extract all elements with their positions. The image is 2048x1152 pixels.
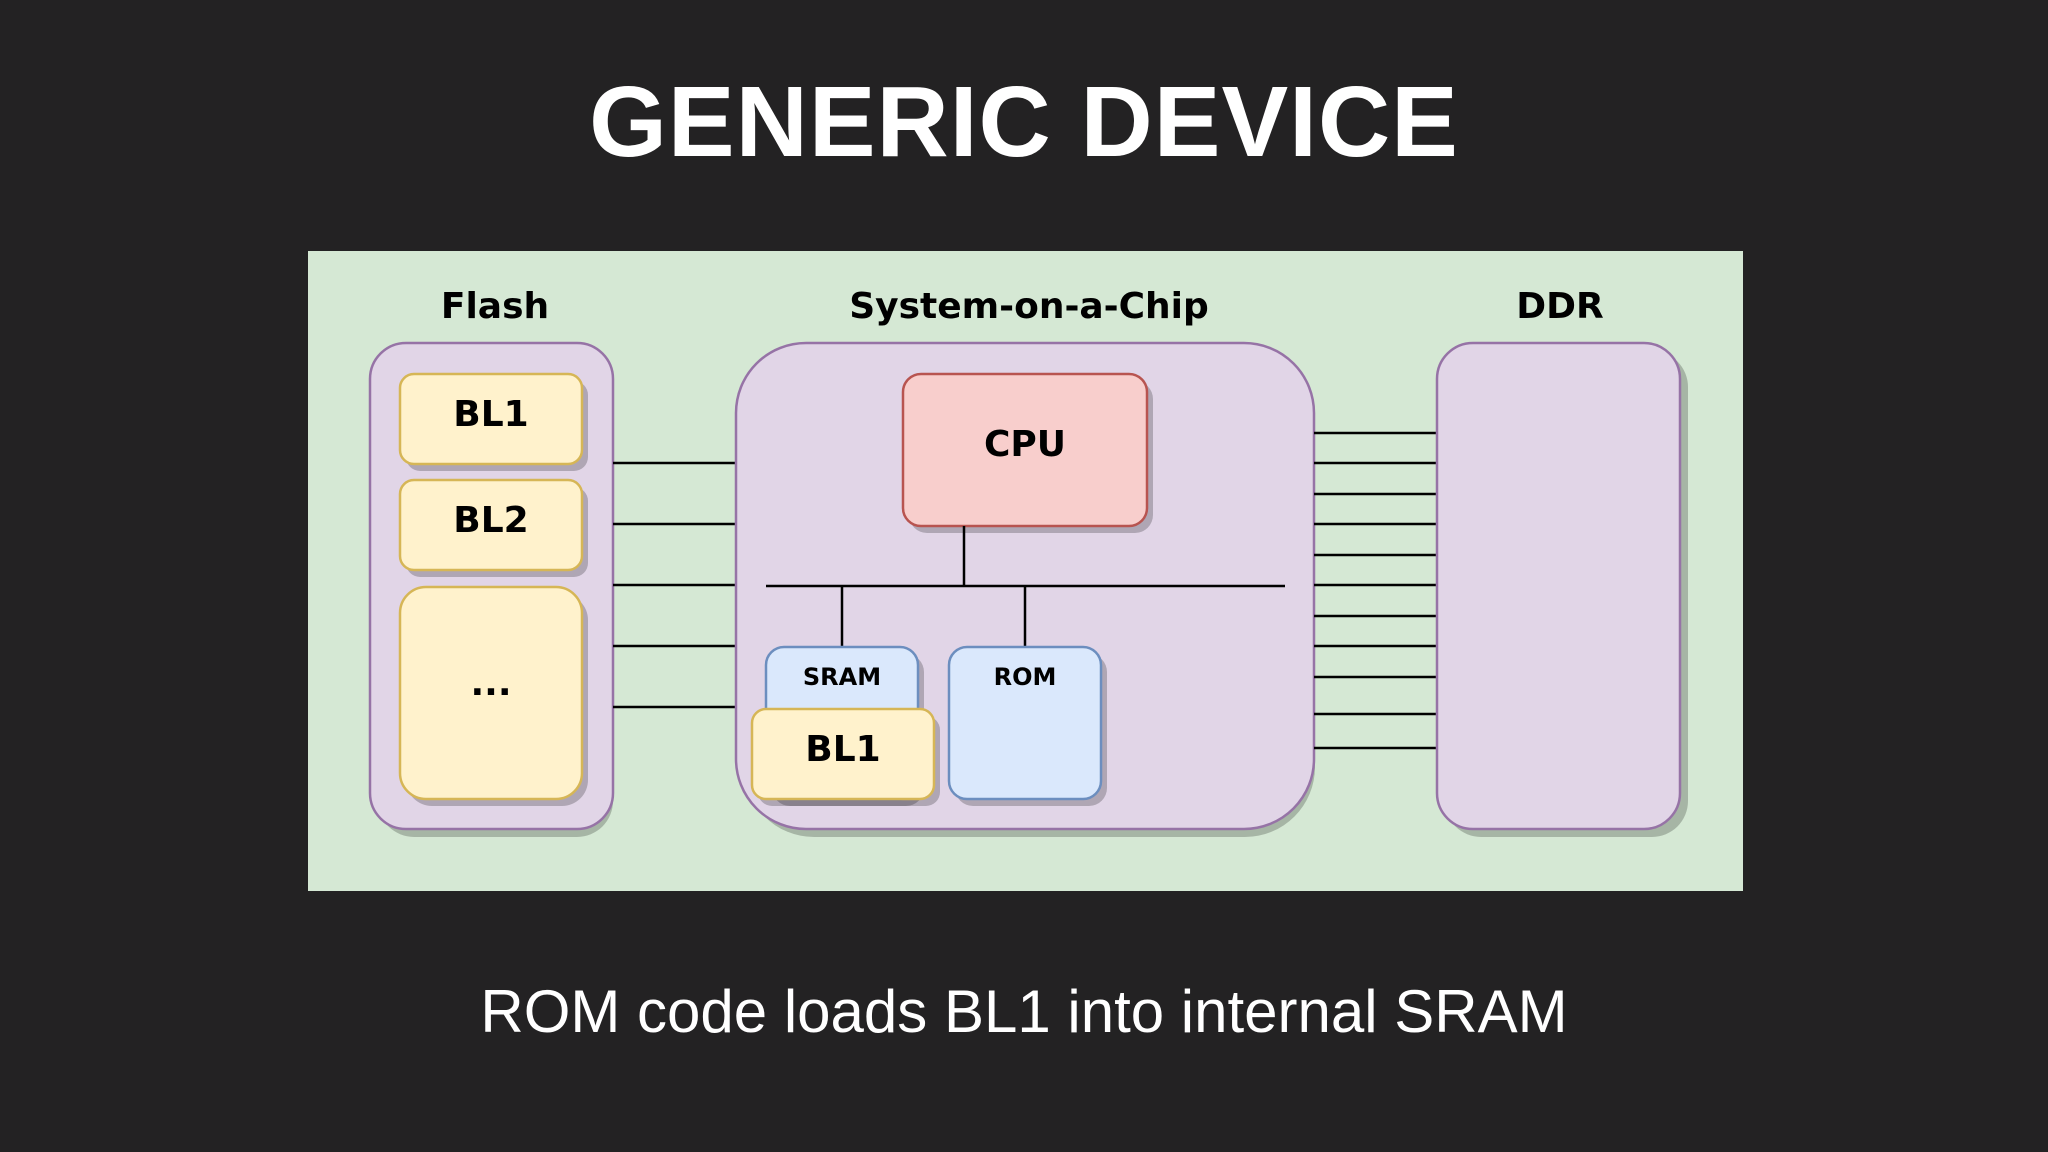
- flash-block-more: ...: [398, 585, 588, 806]
- flash-block-bl2: BL2: [398, 478, 588, 577]
- flash-block-bl1: BL1: [398, 372, 588, 471]
- sram-label: SRAM: [803, 663, 881, 691]
- slide-title: GENERIC DEVICE: [589, 66, 1459, 178]
- flash-block-more-label: ...: [470, 663, 511, 704]
- cpu-label: CPU: [984, 424, 1066, 465]
- rom-block: ROM: [947, 645, 1107, 806]
- slide-caption: ROM code loads BL1 into internal SRAM: [480, 978, 1568, 1045]
- internal-bus: [766, 526, 1285, 648]
- flash-block-bl1-label: BL1: [453, 394, 528, 435]
- sram-bl1-block: BL1: [750, 707, 940, 806]
- flash-label: Flash: [441, 286, 549, 327]
- rom-label: ROM: [994, 663, 1057, 691]
- sram-bl1-label: BL1: [805, 729, 880, 770]
- soc-ddr-bus: [1314, 431, 1437, 750]
- flash-block-bl2-label: BL2: [453, 500, 528, 541]
- flash-soc-bus: [613, 461, 736, 709]
- cpu-block: CPU: [901, 372, 1153, 533]
- soc-label: System-on-a-Chip: [849, 286, 1209, 327]
- ddr-label: DDR: [1516, 286, 1604, 327]
- ddr-container: [1435, 341, 1688, 837]
